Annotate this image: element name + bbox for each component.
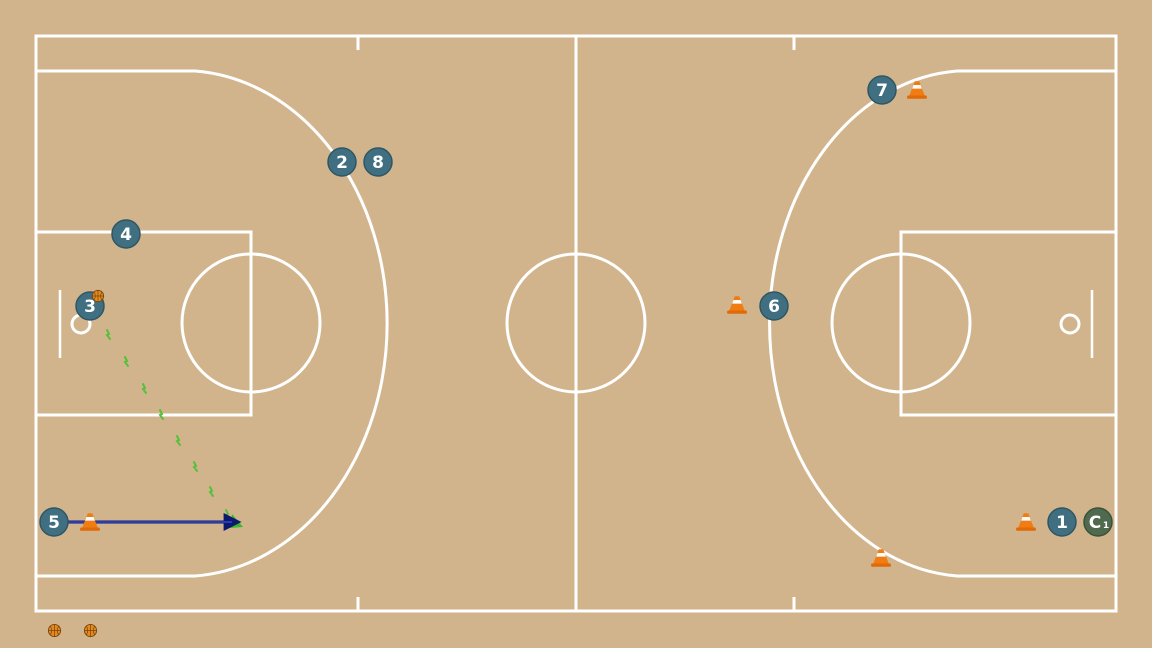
player-label: 3 xyxy=(84,297,96,317)
player-5[interactable]: 5 xyxy=(39,507,69,537)
players: 1 2 3 4 5 6 7 8 xyxy=(39,75,1113,537)
player-label: 2 xyxy=(336,153,348,173)
basketball-icon[interactable] xyxy=(47,623,62,638)
cone-icon xyxy=(727,296,747,314)
three-point-line-left xyxy=(36,69,389,578)
free-throw-circle-right xyxy=(830,252,972,394)
player-label: 4 xyxy=(120,225,132,245)
player-8[interactable]: 8 xyxy=(363,147,393,177)
player-6[interactable]: 6 xyxy=(759,291,789,321)
cone-icon xyxy=(907,81,927,99)
three-point-line-right xyxy=(768,69,1116,578)
free-throw-circle-left xyxy=(180,252,322,394)
cone-icon xyxy=(1016,513,1036,531)
player-7[interactable]: 7 xyxy=(867,75,897,105)
dribble-path xyxy=(105,329,230,520)
player-1[interactable]: 1 xyxy=(1047,507,1077,537)
coach-sub-label: 1 xyxy=(1103,521,1109,531)
player-label: 5 xyxy=(48,513,60,533)
coach-label: C xyxy=(1089,513,1101,533)
cones xyxy=(80,81,1036,567)
hoop-right xyxy=(1059,313,1081,335)
coach[interactable]: C 1 xyxy=(1083,507,1113,537)
basketball-icon[interactable] xyxy=(83,623,98,638)
player-label: 1 xyxy=(1056,513,1068,533)
court-lines xyxy=(34,34,1118,613)
player-label: 7 xyxy=(876,81,888,101)
basketball-icon[interactable] xyxy=(91,289,105,303)
player-label: 6 xyxy=(768,297,780,317)
player-4[interactable]: 4 xyxy=(111,219,141,249)
player-label: 8 xyxy=(372,153,384,173)
key-right xyxy=(899,230,1116,417)
key-left xyxy=(36,230,253,417)
player-2[interactable]: 2 xyxy=(327,147,357,177)
center-circle xyxy=(505,252,647,394)
cone-icon xyxy=(871,549,891,567)
